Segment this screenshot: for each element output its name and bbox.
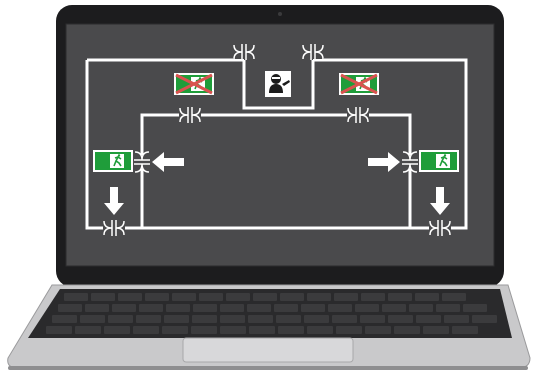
arrow-right bbox=[368, 152, 400, 172]
key[interactable] bbox=[136, 315, 161, 323]
key[interactable] bbox=[423, 326, 449, 334]
key[interactable] bbox=[361, 293, 385, 301]
key[interactable] bbox=[336, 326, 362, 334]
arrow-down-left bbox=[104, 187, 124, 215]
key[interactable] bbox=[112, 304, 136, 312]
exit-sign-blocked-left bbox=[174, 73, 214, 95]
key[interactable] bbox=[415, 293, 439, 301]
door-side-right bbox=[399, 151, 421, 173]
key[interactable] bbox=[133, 326, 159, 334]
arrow-left bbox=[152, 152, 184, 172]
door-bottom-right bbox=[429, 220, 451, 236]
key[interactable] bbox=[416, 315, 441, 323]
key[interactable] bbox=[226, 293, 250, 301]
key[interactable] bbox=[332, 315, 357, 323]
arrow-down-right bbox=[430, 187, 450, 215]
evacuation-diagram bbox=[85, 58, 468, 230]
webcam bbox=[278, 12, 282, 16]
key[interactable] bbox=[436, 304, 460, 312]
key[interactable] bbox=[382, 304, 406, 312]
key[interactable] bbox=[307, 293, 331, 301]
key[interactable] bbox=[388, 293, 412, 301]
key[interactable] bbox=[442, 293, 466, 301]
laptop-edge bbox=[8, 366, 528, 370]
key[interactable] bbox=[58, 304, 82, 312]
key[interactable] bbox=[472, 315, 497, 323]
key[interactable] bbox=[248, 315, 273, 323]
key[interactable] bbox=[162, 326, 188, 334]
key[interactable] bbox=[409, 304, 433, 312]
central-room bbox=[242, 60, 315, 110]
key[interactable] bbox=[80, 315, 105, 323]
laptop-base bbox=[7, 284, 531, 370]
key[interactable] bbox=[118, 293, 142, 301]
key[interactable] bbox=[249, 326, 275, 334]
key[interactable] bbox=[247, 304, 271, 312]
key[interactable] bbox=[145, 293, 169, 301]
key[interactable] bbox=[199, 293, 223, 301]
key[interactable] bbox=[85, 304, 109, 312]
door-top-left bbox=[233, 44, 255, 60]
key[interactable] bbox=[172, 293, 196, 301]
attacker-icon bbox=[265, 71, 291, 97]
key[interactable] bbox=[166, 304, 190, 312]
exit-sign-open-left bbox=[93, 150, 133, 172]
screen bbox=[65, 23, 495, 267]
key[interactable] bbox=[278, 326, 304, 334]
inner-corridor bbox=[140, 113, 412, 228]
key[interactable] bbox=[360, 315, 385, 323]
laptop-lid bbox=[56, 5, 504, 287]
outer-corridor bbox=[85, 58, 468, 230]
key[interactable] bbox=[139, 304, 163, 312]
door-bottom-left bbox=[103, 220, 125, 236]
key[interactable] bbox=[452, 326, 478, 334]
door-inner-right bbox=[347, 107, 369, 123]
key[interactable] bbox=[463, 304, 487, 312]
key[interactable] bbox=[274, 304, 298, 312]
key[interactable] bbox=[444, 315, 469, 323]
key[interactable] bbox=[192, 315, 217, 323]
door-inner-left bbox=[179, 107, 201, 123]
key[interactable] bbox=[365, 326, 391, 334]
key[interactable] bbox=[307, 326, 333, 334]
key[interactable] bbox=[91, 293, 115, 301]
key[interactable] bbox=[104, 326, 130, 334]
key[interactable] bbox=[304, 315, 329, 323]
key[interactable] bbox=[301, 304, 325, 312]
door-top-right bbox=[302, 44, 324, 60]
key[interactable] bbox=[280, 293, 304, 301]
key[interactable] bbox=[276, 315, 301, 323]
exit-sign-open-right bbox=[419, 150, 459, 172]
key[interactable] bbox=[64, 293, 88, 301]
key[interactable] bbox=[355, 304, 379, 312]
key[interactable] bbox=[394, 326, 420, 334]
key[interactable] bbox=[193, 304, 217, 312]
keyboard-keys bbox=[46, 293, 497, 334]
key[interactable] bbox=[75, 326, 101, 334]
key[interactable] bbox=[253, 293, 277, 301]
trackpad[interactable] bbox=[182, 337, 354, 363]
key[interactable] bbox=[220, 326, 246, 334]
key[interactable] bbox=[334, 293, 358, 301]
key[interactable] bbox=[191, 326, 217, 334]
key[interactable] bbox=[220, 304, 244, 312]
exit-sign-blocked-right bbox=[339, 73, 379, 95]
doors bbox=[103, 44, 451, 236]
key[interactable] bbox=[220, 315, 245, 323]
door-side-left bbox=[131, 151, 153, 173]
key[interactable] bbox=[328, 304, 352, 312]
key[interactable] bbox=[388, 315, 413, 323]
key[interactable] bbox=[164, 315, 189, 323]
key[interactable] bbox=[46, 326, 72, 334]
keyboard bbox=[28, 289, 512, 338]
key[interactable] bbox=[108, 315, 133, 323]
key[interactable] bbox=[52, 315, 77, 323]
